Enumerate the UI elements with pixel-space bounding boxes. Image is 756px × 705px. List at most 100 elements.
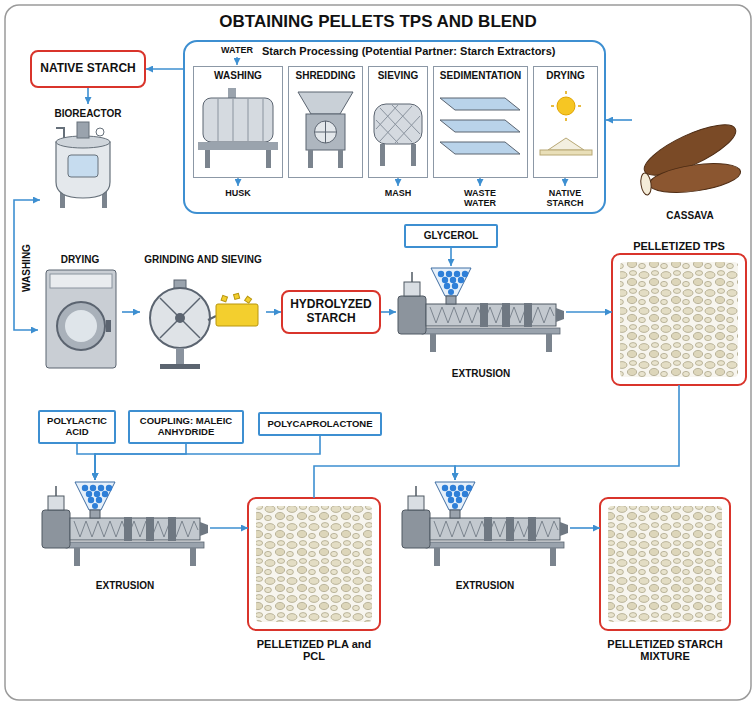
pellet-photo	[620, 262, 738, 377]
process-step: SIEVING	[368, 66, 428, 178]
sieve-drum	[411, 144, 416, 166]
pellet-photo	[600, 498, 730, 630]
grinder-illustration	[150, 288, 210, 348]
process-step: DRYING	[533, 66, 598, 178]
cassava-illustration	[648, 159, 743, 198]
node-text: WASHING	[214, 70, 262, 82]
shredder	[306, 114, 345, 150]
node-text: DRYING	[61, 254, 100, 266]
sun-drying	[565, 91, 567, 94]
leader-line	[397, 178, 398, 186]
material-box: POLYLACTIC ACID	[38, 410, 116, 444]
dryer-illustration	[65, 310, 97, 342]
node-text: PELLETIZED PLA and PCL	[248, 638, 380, 663]
node-text: POLYLACTIC ACID	[44, 416, 110, 438]
sieve-drum	[376, 120, 398, 143]
sun-drying	[548, 138, 584, 150]
grinder-illustration	[208, 316, 216, 320]
material-box: COUPLING: MALEIC ANHYDRIDE	[128, 410, 244, 444]
equipment-figure: PELLETIZED PLA and PCL	[248, 498, 380, 664]
washing-machine	[205, 150, 210, 168]
material-box: GLYCEROL	[404, 224, 498, 248]
flow-arrow	[455, 385, 679, 480]
dryer-illustration	[46, 270, 116, 368]
leader-line	[237, 178, 238, 186]
process-step: SEDIMENTATION	[433, 66, 528, 178]
washing-machine	[198, 142, 278, 150]
grinder-illustration	[221, 295, 227, 301]
grinder-illustration	[234, 293, 240, 299]
diagram-title: OBTAINING PELLETS TPS AND BLEND	[0, 12, 756, 32]
sedimentation-tanks	[440, 142, 520, 154]
flow-arrow	[266, 311, 281, 313]
shredder	[315, 121, 337, 143]
flow-arrow	[77, 444, 95, 480]
sieve-drum	[380, 144, 385, 166]
sieve-drum	[376, 105, 398, 129]
node-text: COUPLING: MALEIC ANHYDRIDE	[134, 416, 238, 438]
flow-arrow	[450, 248, 452, 266]
node-text: SEDIMENTATION	[440, 70, 521, 82]
node-text: PELLETIZED TPS	[633, 240, 725, 253]
washing-machine	[263, 99, 264, 141]
pellet-photo	[248, 498, 380, 630]
material-box: POLYCAPROLACTONE	[258, 412, 382, 436]
sieve-drum	[395, 116, 420, 143]
pellet-photo	[248, 254, 746, 630]
annotation-label: MASH	[369, 188, 427, 198]
extruder-illustration	[402, 482, 568, 566]
annotation-label: WATER	[215, 45, 259, 55]
equipment-figure: EXTRUSION	[400, 480, 570, 592]
sieve-drum	[380, 106, 412, 141]
washing-machine	[228, 88, 236, 98]
node-text: SIEVING	[378, 70, 419, 82]
node-text: GLYCEROL	[424, 230, 479, 242]
cassava-illustration	[638, 115, 742, 197]
flow-arrow	[570, 527, 600, 529]
flow-arrow	[314, 466, 455, 498]
grinder-illustration	[245, 296, 252, 303]
material-box: NATIVE STARCH	[30, 50, 146, 88]
grinder-illustration	[175, 313, 185, 323]
process-step: SHREDDING	[288, 66, 363, 178]
node-text: DRYING	[546, 70, 585, 82]
process-group: Starch Processing (Potential Partner: St…	[183, 40, 606, 214]
sun-drying	[557, 97, 575, 115]
shredder	[338, 150, 343, 168]
flow-arrow	[122, 311, 140, 313]
node-text: PELLETIZED STARCH MIXTURE	[600, 638, 730, 663]
bioreactor-illustration	[96, 128, 104, 136]
sun-drying	[551, 105, 554, 107]
sieve-drum	[380, 108, 412, 142]
grinder-illustration	[216, 304, 258, 326]
outer-frame	[5, 5, 751, 700]
flow-arrow	[14, 200, 40, 330]
flow-arrow	[566, 311, 612, 313]
node-text: EXTRUSION	[456, 580, 514, 592]
flow-arrow	[87, 88, 89, 104]
shredder	[308, 150, 313, 168]
annotation-label: NATIVE STARCH	[535, 188, 595, 208]
leader-line	[479, 178, 480, 186]
process-step: WASHING	[193, 66, 283, 178]
pellet-photo	[608, 506, 722, 622]
flow-arrow	[146, 68, 183, 70]
bioreactor-illustration	[77, 122, 89, 138]
pellet-photo	[612, 254, 746, 385]
leader-line	[236, 57, 237, 65]
bioreactor-illustration	[56, 128, 64, 138]
grinder-illustration	[176, 348, 184, 364]
leader-line	[237, 57, 565, 186]
washing-machine	[233, 99, 234, 141]
equipment-figure: PELLETIZED STARCH MIXTURE	[600, 498, 730, 664]
pellet-photo	[256, 506, 372, 622]
sieve-drum	[392, 105, 420, 134]
sedimentation-tanks	[440, 98, 520, 110]
bioreactor-illustration	[56, 142, 110, 198]
node-text: SHREDDING	[295, 70, 355, 82]
annotation-label: WASTE WATER	[452, 188, 508, 208]
sedimentation-tanks	[440, 98, 520, 154]
